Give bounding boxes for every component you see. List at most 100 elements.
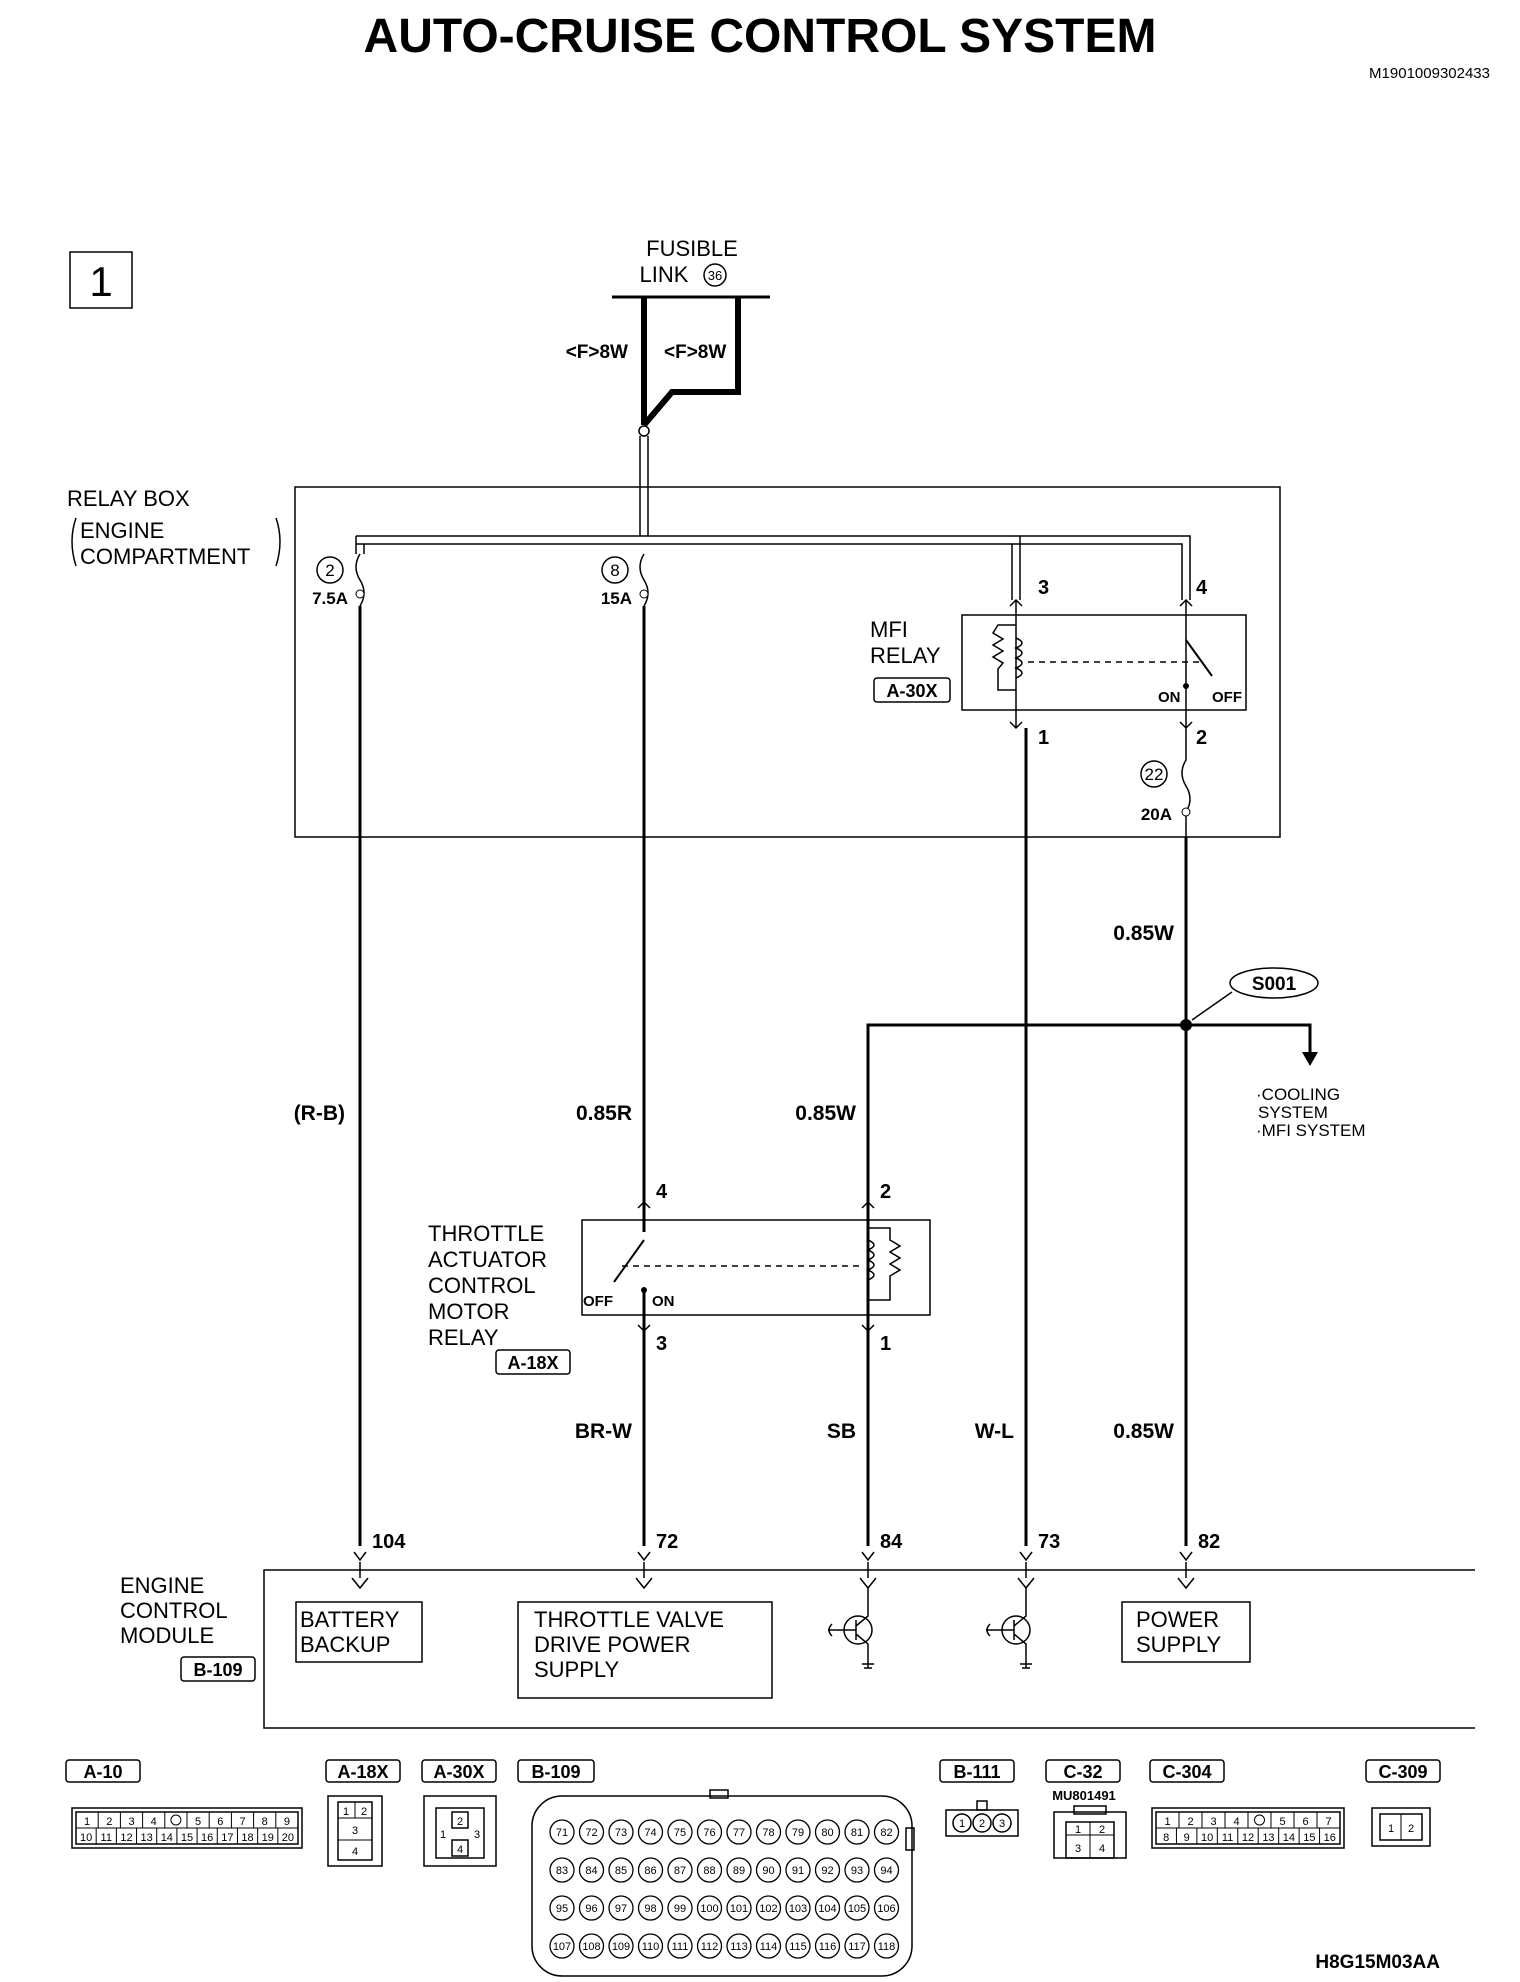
b109-pin — [608, 1933, 634, 1959]
relay-box-label-line3: COMPARTMENT — [80, 544, 250, 569]
fuse-22-rating: 20A — [1141, 805, 1172, 824]
b109-pin-label: 83 — [556, 1865, 568, 1877]
b109-pin-label: 98 — [644, 1903, 656, 1915]
connector-c32-face: MU801491 1 2 3 4 — [1052, 1788, 1127, 1859]
b109-pin — [637, 1895, 664, 1921]
throttle-relay-coil — [866, 1239, 875, 1281]
wire-label-085w-mid: 0.85W — [795, 1102, 856, 1125]
b109-pin — [873, 1895, 900, 1921]
bus-to-mfi-3 — [356, 535, 1021, 600]
transistor-73 — [986, 1588, 1032, 1669]
b109-pin — [578, 1895, 605, 1921]
connector-pin: 7 — [239, 1816, 245, 1828]
b109-pin — [785, 1857, 811, 1883]
mfi-relay-contact — [1185, 639, 1213, 677]
power-supply-line2: SUPPLY — [1136, 1632, 1222, 1657]
connector-pin: 3 — [1210, 1816, 1216, 1828]
b109-pin-label: 80 — [821, 1827, 833, 1839]
bus-to-fuse-2 — [355, 536, 365, 554]
b109-pin-label: 106 — [877, 1903, 895, 1915]
b109-pin-label: 108 — [582, 1941, 600, 1953]
b109-pin — [726, 1895, 752, 1921]
svg-text:1: 1 — [440, 1829, 446, 1841]
connector-c304-label: C-304 — [1162, 1762, 1211, 1782]
power-supply-box — [1121, 1601, 1251, 1663]
b109-pin — [637, 1857, 664, 1883]
fuse-2-symbol — [355, 553, 365, 607]
throttle-pin-1: 1 — [880, 1333, 891, 1355]
ecm-label-line1: ENGINE — [120, 1573, 204, 1598]
connector-pin: 17 — [221, 1832, 233, 1844]
relay-box-label-line2: ENGINE — [80, 518, 164, 543]
wire-label-w-l: W-L — [975, 1420, 1014, 1443]
throttle-valve-supply-box — [517, 1601, 773, 1699]
splice-leader — [1191, 991, 1233, 1021]
ecm-outline — [263, 1569, 1475, 1729]
connector-pin: 3 — [128, 1816, 134, 1828]
b109-pin-label: 91 — [792, 1865, 804, 1877]
throttle-relay-terminal-arrows — [637, 1200, 875, 1333]
svg-text:1: 1 — [1388, 1823, 1394, 1835]
ecm-terminal-73: 73 — [1038, 1531, 1060, 1553]
b109-pin — [549, 1933, 575, 1959]
b109-pin — [696, 1857, 723, 1883]
b109-pin-label: 116 — [819, 1941, 837, 1953]
transistor-84 — [828, 1588, 874, 1669]
b109-pin-label: 99 — [674, 1903, 686, 1915]
connector-pin: 10 — [1201, 1832, 1213, 1844]
b109-pin-label: 107 — [553, 1941, 571, 1953]
connector-pin: 2 — [1187, 1816, 1193, 1828]
b109-pin-label: 104 — [818, 1903, 836, 1915]
b109-pin — [667, 1933, 693, 1959]
b109-pin — [755, 1857, 782, 1883]
b109-pin-label: 85 — [615, 1865, 627, 1877]
wire-label-085w-low: 0.85W — [1113, 1420, 1174, 1443]
connector-a10-label: A-10 — [83, 1762, 122, 1782]
connector-c309-label: C-309 — [1378, 1762, 1427, 1782]
connector-pin: 4 — [1233, 1816, 1239, 1828]
splice-point — [1180, 1019, 1192, 1031]
connector-pin: 1 — [84, 1816, 90, 1828]
fuse-8-rating: 15A — [601, 589, 632, 608]
connector-pin: 14 — [161, 1832, 173, 1844]
document-id: M1901009302433 — [1369, 65, 1490, 82]
arrow-to-other-systems — [1302, 1052, 1318, 1066]
b109-pin — [755, 1895, 782, 1921]
b109-pin — [844, 1933, 870, 1959]
b109-pin-label: 102 — [759, 1903, 777, 1915]
throttle-relay-label-line3: CONTROL — [428, 1273, 536, 1298]
b109-pin-label: 94 — [880, 1865, 892, 1877]
b109-pin — [667, 1895, 693, 1921]
mfi-pin-2: 2 — [1196, 727, 1207, 749]
b109-pin — [873, 1819, 900, 1845]
b109-pin — [608, 1857, 634, 1883]
connector-pin: 6 — [1302, 1816, 1308, 1828]
b109-pin-label: 77 — [733, 1827, 745, 1839]
b109-pin — [814, 1895, 841, 1921]
svg-text:3: 3 — [1075, 1843, 1081, 1855]
connector-a18x-label: A-18X — [337, 1762, 388, 1782]
b109-pin-label: 95 — [556, 1903, 568, 1915]
wire-fusible-right — [641, 297, 741, 427]
relay-box-label-line1: RELAY BOX — [67, 486, 190, 511]
b109-pin-label: 76 — [703, 1827, 715, 1839]
wire-label-085w-top: 0.85W — [1113, 922, 1174, 945]
connector-pin: 14 — [1283, 1832, 1295, 1844]
fuse-8-number: 8 — [610, 561, 619, 580]
fusible-link-label-line1: FUSIBLE — [646, 236, 738, 261]
splice-badge — [1229, 967, 1319, 999]
connector-pin: 13 — [1262, 1832, 1274, 1844]
svg-text:4: 4 — [352, 1846, 358, 1858]
b109-pin — [667, 1819, 693, 1845]
connector-c32-label: C-32 — [1063, 1762, 1102, 1782]
ecm-label-line3: MODULE — [120, 1623, 214, 1648]
throttle-relay-connector: A-18X — [507, 1353, 558, 1373]
figure-code: H8G15M03AA — [1315, 1952, 1440, 1973]
connector-pin: 7 — [1325, 1816, 1331, 1828]
battery-backup-line1: BATTERY — [300, 1607, 400, 1632]
connector-pin: 2 — [106, 1816, 112, 1828]
b109-pin — [726, 1933, 752, 1959]
ecm-connector-badge — [180, 1656, 256, 1682]
